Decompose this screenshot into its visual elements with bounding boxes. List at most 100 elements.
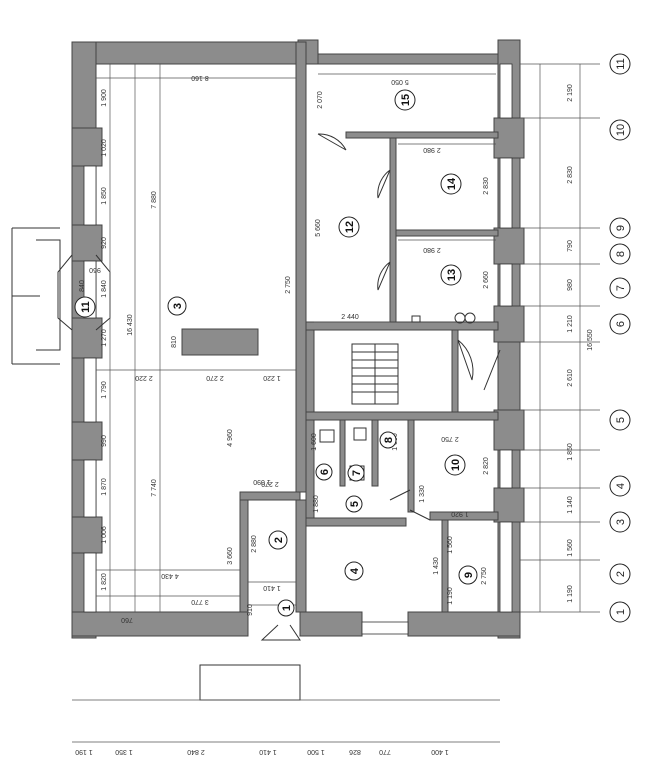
dim-label: 1 560 — [447, 536, 454, 554]
dim-label: 5 660 — [315, 219, 322, 237]
axis-labels: 11 10 9 8 7 6 5 4 3 2 1 — [615, 58, 627, 615]
room-12-label: 12 — [344, 221, 356, 233]
axis-markers — [609, 53, 631, 623]
dim-label: 2 750 — [481, 567, 488, 585]
axis-label: 8 — [615, 251, 627, 257]
dim-label: 2 270 — [206, 374, 224, 381]
axis-label: 10 — [615, 124, 627, 136]
dim-label: 2 820 — [483, 457, 490, 475]
dim-label: 2 880 — [251, 535, 258, 553]
left-dimensions: 1 900 1 020 1 850 920 1 840 1 270 1 790 … — [101, 89, 108, 591]
dim-label: 1 410 — [259, 748, 277, 755]
axis-label: 4 — [615, 483, 627, 489]
room-9-label: 9 — [463, 572, 475, 578]
dim-label: 1 870 — [101, 478, 108, 496]
axis-label: 3 — [615, 519, 627, 525]
dim-label: 1 210 — [567, 315, 574, 333]
dim-label: 2 750 — [441, 435, 459, 442]
room-7-label: 7 — [351, 470, 363, 476]
room-14-label: 14 — [446, 177, 458, 190]
axis-label: 7 — [615, 285, 627, 291]
dim-label: 2 660 — [483, 271, 490, 289]
dim-label: 4 960 — [227, 429, 234, 447]
door-swings — [11, 133, 501, 701]
dim-label: 760 — [121, 616, 133, 623]
axis-label: 1 — [615, 609, 627, 615]
dim-label: 2 830 — [567, 166, 574, 184]
room-1-label: 1 — [281, 605, 293, 611]
dim-label: 1 400 — [431, 748, 449, 755]
dim-label: 910 — [247, 604, 254, 616]
dim-label: 7 740 — [151, 479, 158, 497]
dim-label: 840 — [79, 280, 86, 292]
dim-label: 3 770 — [191, 598, 209, 605]
dim-label: 2 190 — [567, 84, 574, 102]
dim-label: 1 006 — [101, 526, 108, 544]
dim-label: 920 — [101, 237, 108, 249]
dim-label: 1 020 — [101, 139, 108, 157]
dim-label: 1 790 — [101, 381, 108, 399]
dim-label: 1 920 — [451, 510, 469, 517]
dim-label: 8 160 — [191, 74, 209, 81]
dim-label: 960 — [89, 266, 101, 273]
dim-label: 1 850 — [101, 187, 108, 205]
room-4-label: 4 — [349, 567, 361, 574]
dim-label: 2 750 — [285, 276, 292, 294]
dim-label: 2 840 — [187, 748, 205, 755]
dim-label: 1 500 — [307, 748, 325, 755]
windows — [83, 63, 513, 635]
interior-walls — [181, 41, 499, 613]
room-2-label: 2 — [273, 537, 285, 543]
dim-label: 980 — [567, 279, 574, 291]
axis-label: 5 — [615, 417, 627, 423]
dim-label: 1 190 — [567, 585, 574, 603]
bottom-dimensions: 1 190 1 350 2 840 1 410 1 500 826 770 1 … — [75, 748, 449, 755]
dim-label: 1 410 — [263, 584, 281, 591]
dim-label: 2 070 — [317, 91, 324, 109]
dim-label: 2 610 — [567, 369, 574, 387]
dim-label: 1 140 — [567, 496, 574, 514]
dim-label: 2 980 — [423, 146, 441, 153]
room-6-label: 6 — [319, 469, 331, 475]
dim-label: 1 560 — [567, 539, 574, 557]
right-dimensions: 2 190 2 830 790 980 1 210 2 610 1 850 1 … — [567, 84, 594, 603]
dim-label: 1 430 — [433, 557, 440, 575]
room-markers: 1 2 3 4 5 6 7 8 9 10 11 12 13 14 15 — [74, 89, 478, 617]
dim-label: 1 840 — [101, 280, 108, 298]
axis-label: 6 — [615, 321, 627, 327]
staircase — [351, 343, 399, 405]
dim-label: 3 660 — [227, 547, 234, 565]
dim-label: 1 900 — [101, 89, 108, 107]
dim-label: 2 270 — [261, 480, 279, 487]
dim-label: 2 980 — [423, 246, 441, 253]
dim-label: 1 090 — [253, 478, 271, 485]
room-11-label: 11 — [80, 301, 92, 313]
dim-label: 2 220 — [135, 374, 153, 381]
axis-label: 11 — [615, 58, 627, 69]
dim-label: 810 — [171, 336, 178, 348]
dim-label: 7 880 — [151, 191, 158, 209]
dim-label: 1 880 — [313, 495, 320, 513]
dim-label: 2 830 — [483, 177, 490, 195]
outer-walls — [71, 39, 525, 639]
dim-label: 1 270 — [101, 329, 108, 347]
room-3-label: 3 — [172, 303, 184, 309]
dim-total-label: 16 550 — [587, 329, 594, 351]
dim-label: 1 220 — [263, 374, 281, 381]
dim-label: 1 330 — [419, 485, 426, 503]
dim-label: 1 190 — [75, 748, 93, 755]
dim-label: 770 — [379, 748, 391, 755]
dim-label: 826 — [349, 748, 361, 755]
dim-label: 1 350 — [115, 748, 133, 755]
room-13-label: 13 — [446, 269, 458, 281]
axis-label: 9 — [615, 225, 627, 231]
room-15-label: 15 — [400, 94, 412, 106]
interior-dimensions: 8 160 7 880 16 430 7 740 2 220 2 270 1 2… — [79, 74, 490, 623]
dim-label: 1 850 — [567, 443, 574, 461]
dim-label: 2 440 — [341, 314, 359, 321]
dim-label: 4 430 — [161, 572, 179, 579]
room-5-label: 5 — [349, 501, 361, 507]
room-8-label: 8 — [383, 437, 395, 443]
dim-label: 1 190 — [447, 587, 454, 605]
